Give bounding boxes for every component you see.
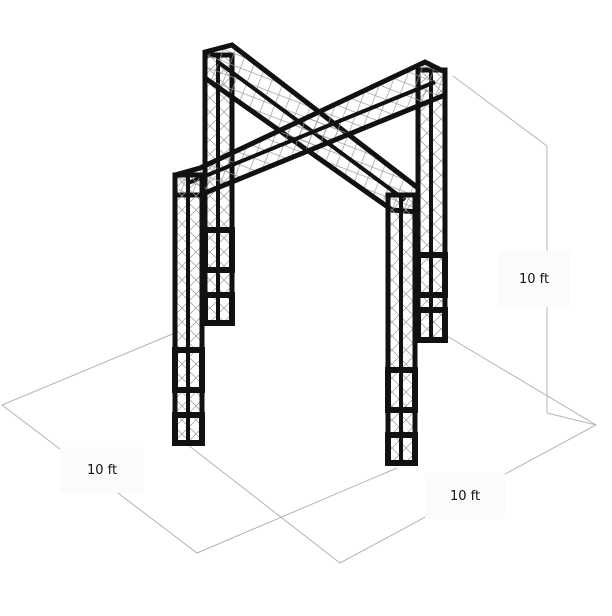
truss-leg-front-right <box>385 192 418 466</box>
depth-dimension-label: 10 ft <box>60 447 144 493</box>
height-dimension-label: 10 ft <box>498 251 570 307</box>
truss-leg-front-left <box>172 172 205 446</box>
truss-leg-back-right <box>415 67 448 343</box>
height-dimension-line <box>452 75 548 413</box>
width-dimension-label: 10 ft <box>425 473 505 519</box>
